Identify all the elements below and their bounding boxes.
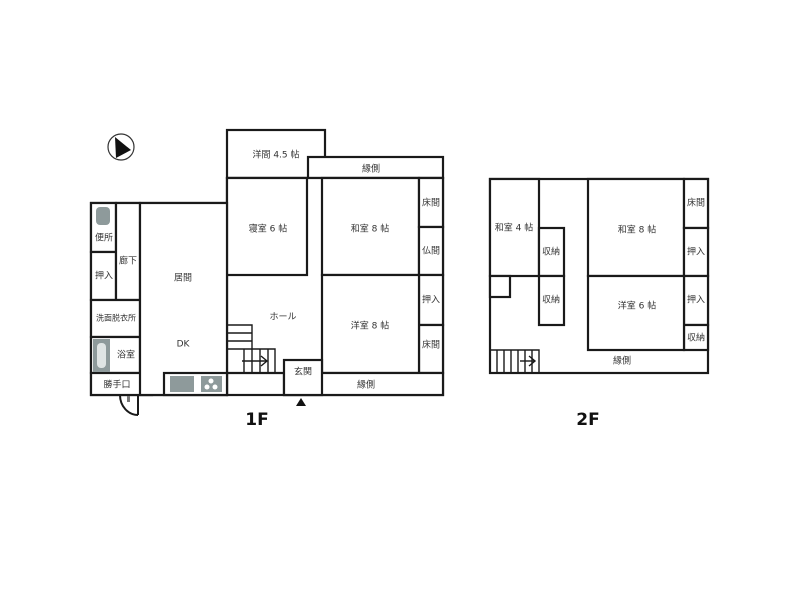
label-oshiire2-2f: 押入 [687, 294, 705, 306]
label-benjo: 便所 [95, 232, 113, 244]
room-ima-dk [138, 201, 229, 397]
stove-icon [201, 376, 222, 392]
label-engawa-bottom: 縁側 [357, 379, 375, 391]
label-rouka: 廊下 [119, 255, 137, 267]
room-shuno3-2f [682, 323, 710, 352]
label-dk: DK [177, 340, 191, 350]
label-senmen: 洗面脱衣所 [96, 313, 136, 323]
label-oshiire-l: 押入 [95, 270, 113, 282]
label-engawa-top: 縁側 [362, 163, 380, 175]
sink-icon [170, 376, 194, 392]
room-rouka [114, 201, 142, 302]
stairs-icon [227, 324, 276, 373]
room-senmen [89, 298, 142, 339]
floor-1-label: 1F [245, 410, 268, 430]
room-tokonoma1 [417, 176, 445, 229]
floor-1: 洋間 4.5 帖 縁側 寝室 6 帖 和室 8 帖 床間 仏間 押入 床間 洋室… [89, 128, 445, 430]
room-genkan [282, 358, 324, 397]
label-butsuma: 仏間 [422, 246, 440, 257]
label-shinshitsu: 寝室 6 帖 [249, 223, 287, 235]
room-oshiire1-2f [682, 226, 710, 278]
stairs-icon-2f [490, 349, 540, 373]
room-oshiire-r [417, 273, 445, 327]
toilet-icon [96, 207, 110, 225]
label-katteguchi: 勝手口 [103, 379, 130, 391]
room-washitsu8 [320, 176, 421, 277]
label-tokonoma-2f: 床間 [687, 197, 705, 209]
label-youma45: 洋間 4.5 帖 [252, 149, 299, 161]
label-washitsu8-2f: 和室 8 帖 [618, 224, 656, 236]
door-icon [119, 394, 139, 416]
label-ima: 居間 [174, 273, 192, 284]
room-oshiire-l [89, 250, 118, 302]
label-youshitsu8: 洋室 8 帖 [351, 320, 389, 332]
small-closet [488, 274, 512, 299]
label-shuno2: 収納 [542, 294, 560, 306]
entrance-arrow-icon [296, 398, 306, 406]
label-engawa-2f: 縁側 [613, 355, 631, 367]
room-shuno2 [537, 274, 566, 327]
label-shuno3-2f: 収納 [687, 332, 705, 344]
room-youshitsu8 [320, 273, 421, 375]
label-shuno1: 収納 [542, 246, 560, 258]
label-washitsu4: 和室 4 帖 [495, 222, 533, 234]
label-washitsu8: 和室 8 帖 [351, 223, 389, 235]
label-hall: ホール [269, 312, 296, 323]
floor-2: 和室 4 帖 収納 収納 和室 8 帖 床間 押入 押入 収納 洋室 6 帖 縁… [488, 177, 710, 430]
label-yokushitsu: 浴室 [117, 349, 135, 361]
floor-2-label: 2F [576, 410, 599, 430]
label-youshitsu6: 洋室 6 帖 [618, 300, 656, 312]
room-youshitsu6 [586, 274, 686, 352]
room-tokonoma-2f [682, 177, 710, 230]
label-genkan: 玄関 [294, 366, 312, 378]
compass-icon [107, 133, 135, 161]
label-tokonoma2: 床間 [422, 339, 440, 351]
label-oshiire1-2f: 押入 [687, 246, 705, 258]
label-tokonoma1: 床間 [422, 197, 440, 209]
label-oshiire-r: 押入 [422, 294, 440, 306]
